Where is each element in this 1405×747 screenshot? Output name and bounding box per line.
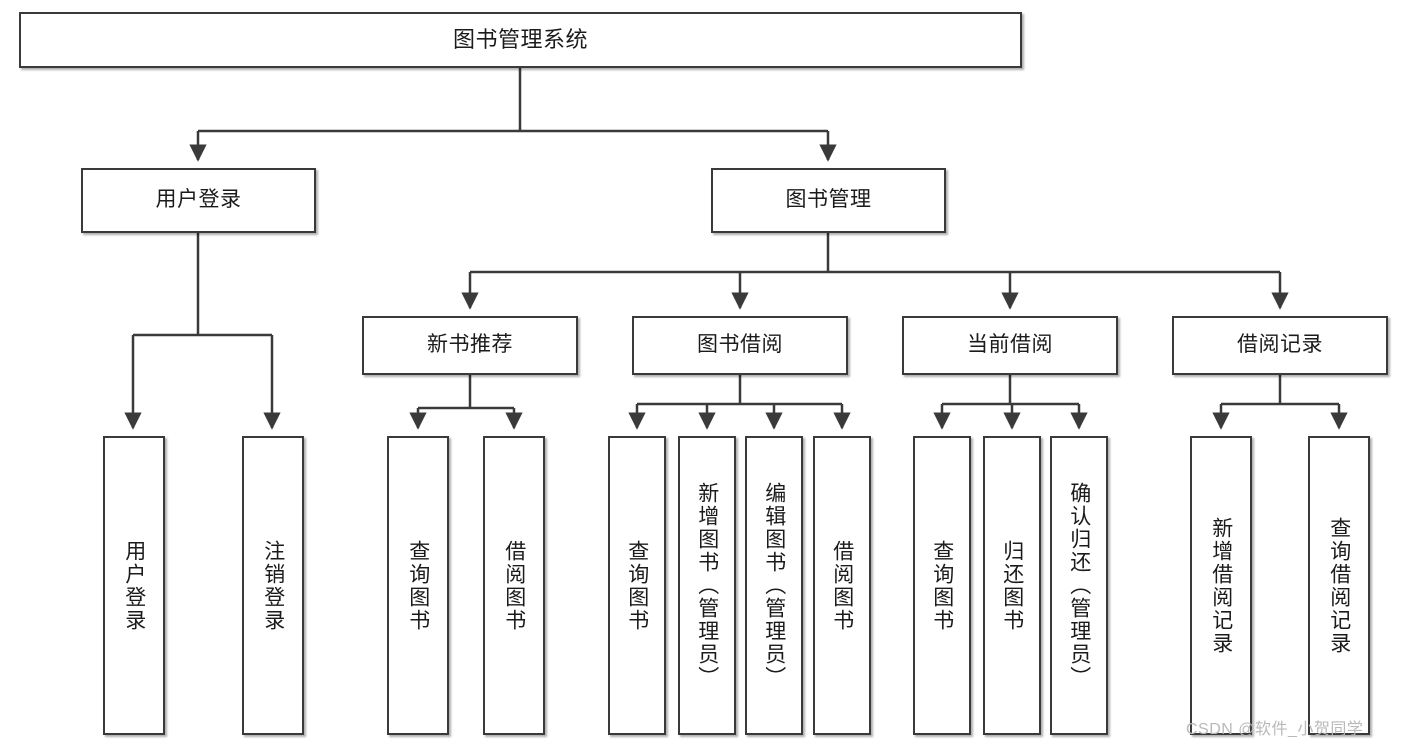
leaf-query-book-current-label: 查询图书	[930, 539, 954, 632]
leaf-query-borrow-record[interactable]: 查询借阅记录	[1308, 436, 1370, 735]
leaf-query-book-recommend[interactable]: 查询图书	[387, 436, 449, 735]
node-book-manage-label: 图书管理	[785, 188, 872, 212]
node-borrow-record-label: 借阅记录	[1237, 333, 1323, 357]
node-new-book-recommend[interactable]: 新书推荐	[362, 316, 578, 375]
node-new-book-recommend-label: 新书推荐	[427, 333, 513, 357]
leaf-return-book-label: 归还图书	[1000, 539, 1024, 632]
leaf-user-login-label: 用户登录	[122, 539, 146, 632]
leaf-query-book-current[interactable]: 查询图书	[913, 436, 971, 735]
node-root-system-label: 图书管理系统	[452, 27, 588, 53]
leaf-add-borrow-record-label: 新增借阅记录	[1209, 516, 1233, 655]
leaf-query-book-borrow[interactable]: 查询图书	[608, 436, 666, 735]
leaf-confirm-return-admin[interactable]: 确认归还（管理员）	[1050, 436, 1108, 735]
leaf-return-book[interactable]: 归还图书	[983, 436, 1041, 735]
node-current-borrow-label: 当前借阅	[967, 333, 1053, 357]
leaf-confirm-return-admin-label: 确认归还（管理员）	[1067, 482, 1091, 689]
leaf-borrow-book-borrow-label: 借阅图书	[830, 539, 854, 632]
leaf-query-borrow-record-label: 查询借阅记录	[1327, 516, 1351, 655]
node-user-login-label: 用户登录	[155, 188, 242, 212]
leaf-logout-label: 注销登录	[261, 539, 285, 632]
node-borrow-record[interactable]: 借阅记录	[1172, 316, 1388, 375]
leaf-add-book-admin-label: 新增图书（管理员）	[695, 482, 719, 689]
leaf-add-borrow-record[interactable]: 新增借阅记录	[1190, 436, 1252, 735]
node-book-borrow[interactable]: 图书借阅	[632, 316, 848, 375]
leaf-borrow-book-recommend-label: 借阅图书	[502, 539, 526, 632]
node-book-borrow-label: 图书借阅	[697, 333, 783, 357]
leaf-user-login[interactable]: 用户登录	[103, 436, 165, 735]
leaf-borrow-book-borrow[interactable]: 借阅图书	[813, 436, 871, 735]
node-root-system[interactable]: 图书管理系统	[19, 12, 1022, 68]
leaf-query-book-recommend-label: 查询图书	[406, 539, 430, 632]
leaf-add-book-admin[interactable]: 新增图书（管理员）	[678, 436, 736, 735]
leaf-borrow-book-recommend[interactable]: 借阅图书	[483, 436, 545, 735]
node-book-manage[interactable]: 图书管理	[711, 168, 946, 233]
node-current-borrow[interactable]: 当前借阅	[902, 316, 1118, 375]
node-user-login[interactable]: 用户登录	[81, 168, 316, 233]
leaf-edit-book-admin[interactable]: 编辑图书（管理员）	[745, 436, 803, 735]
csdn-watermark: CSDN @软件_小贺同学	[1186, 721, 1364, 738]
leaf-logout[interactable]: 注销登录	[242, 436, 304, 735]
leaf-edit-book-admin-label: 编辑图书（管理员）	[762, 482, 786, 689]
leaf-query-book-borrow-label: 查询图书	[625, 539, 649, 632]
